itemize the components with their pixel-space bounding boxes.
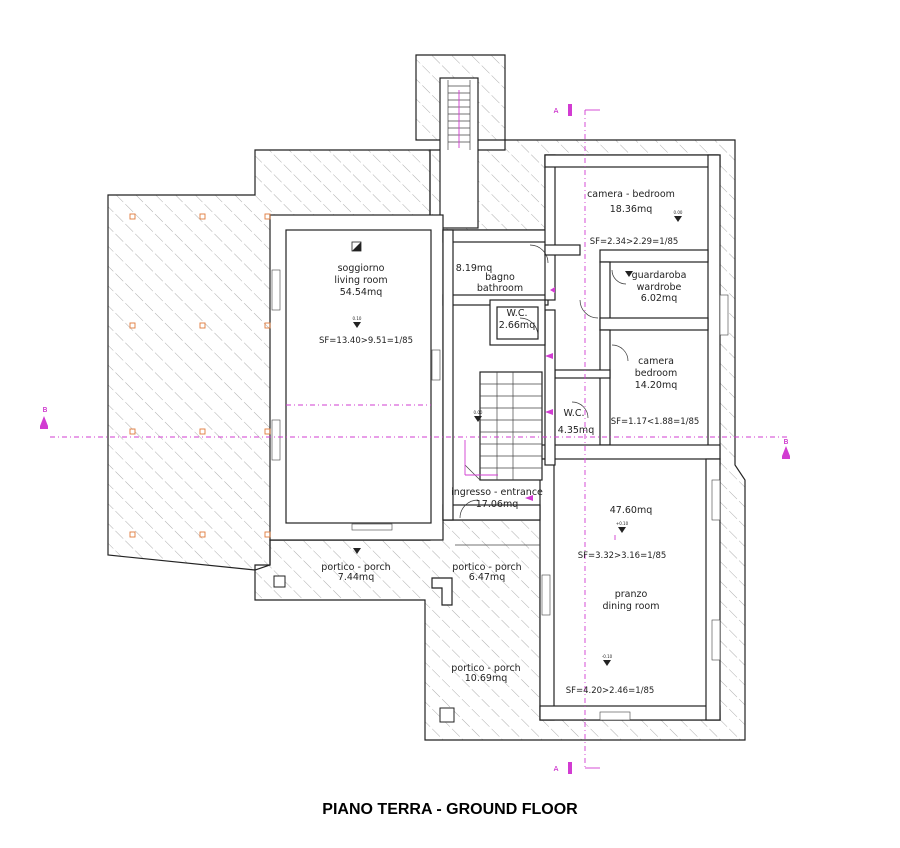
porches	[273, 544, 540, 723]
svg-text:+0.10: +0.10	[616, 521, 629, 526]
living-window	[351, 523, 393, 531]
svg-text:0.10: 0.10	[353, 316, 362, 321]
porch1-area: 7.44mq	[338, 572, 374, 583]
living-room-name-en: living room	[334, 275, 387, 286]
porch2-name: portico - porch	[452, 562, 521, 573]
central-stair	[464, 371, 543, 481]
column-markers	[129, 213, 271, 538]
entrance-area: 17.06mq	[476, 499, 518, 510]
svg-text:-0.10: -0.10	[602, 654, 613, 659]
wardrobe-area: 6.02mq	[641, 293, 677, 304]
interior-walls	[442, 154, 729, 721]
bathroom-name-it: bagno	[485, 272, 515, 283]
level-markers: 0.10 0.00 0.00 +0.10 -0.10	[353, 210, 683, 666]
living-room	[269, 214, 444, 541]
porch2-area: 6.47mq	[469, 572, 505, 583]
section-a-top-label: A	[554, 107, 559, 115]
bedroom2-area: 14.20mq	[635, 380, 677, 391]
bedroom1-sf: SF=2.34>2.29=1/85	[590, 237, 679, 247]
wc2-sf: SF=1.17<1.88=1/85	[611, 417, 700, 427]
dining-name-it: pranzo	[615, 589, 648, 600]
bedroom1-name: camera - bedroom	[587, 189, 675, 200]
dining-area: 47.60mq	[610, 505, 652, 516]
north-stair	[439, 77, 479, 229]
wc2-name: W.C.	[564, 408, 585, 419]
svg-text:0.00: 0.00	[674, 210, 683, 215]
living-room-area: 54.54mq	[340, 287, 382, 298]
section-b-left-label: B	[43, 406, 48, 414]
section-b-right-label: B	[784, 438, 789, 446]
wc1-name: W.C.	[507, 308, 528, 319]
svg-text:0.00: 0.00	[474, 410, 483, 415]
wardrobe-name-en: wardrobe	[637, 282, 682, 293]
plan-title: PIANO TERRA - GROUND FLOOR	[322, 801, 578, 818]
bedroom2-name-en: bedroom	[635, 368, 677, 379]
porch3-name: portico - porch	[451, 663, 520, 674]
wc2-area: 4.35mq	[558, 425, 594, 436]
wardrobe-name-it: guardaroba	[632, 270, 687, 281]
dining-sf1: SF=3.32>3.16=1/85	[578, 551, 667, 561]
bedroom2-name-it: camera	[638, 356, 674, 367]
bedroom1-area: 18.36mq	[610, 204, 652, 215]
wc1-area: 2.66mq	[499, 320, 535, 331]
section-a-bottom-label: A	[554, 765, 559, 773]
living-room-sf: SF=13.40>9.51=1/85	[319, 336, 413, 346]
bathroom-name-en: bathroom	[477, 283, 523, 294]
porch3-area: 10.69mq	[465, 673, 507, 684]
porch1-name: portico - porch	[321, 562, 390, 573]
dining-name-en: dining room	[603, 601, 660, 612]
dining-sf2: SF=4.20>2.46=1/85	[566, 686, 655, 696]
living-room-name-it: soggiorno	[338, 263, 385, 274]
doors	[459, 244, 629, 519]
entrance-name: ingresso - entrance	[451, 487, 543, 498]
bathroom-area: 8.19mq	[456, 263, 492, 274]
section-lines	[40, 104, 790, 774]
